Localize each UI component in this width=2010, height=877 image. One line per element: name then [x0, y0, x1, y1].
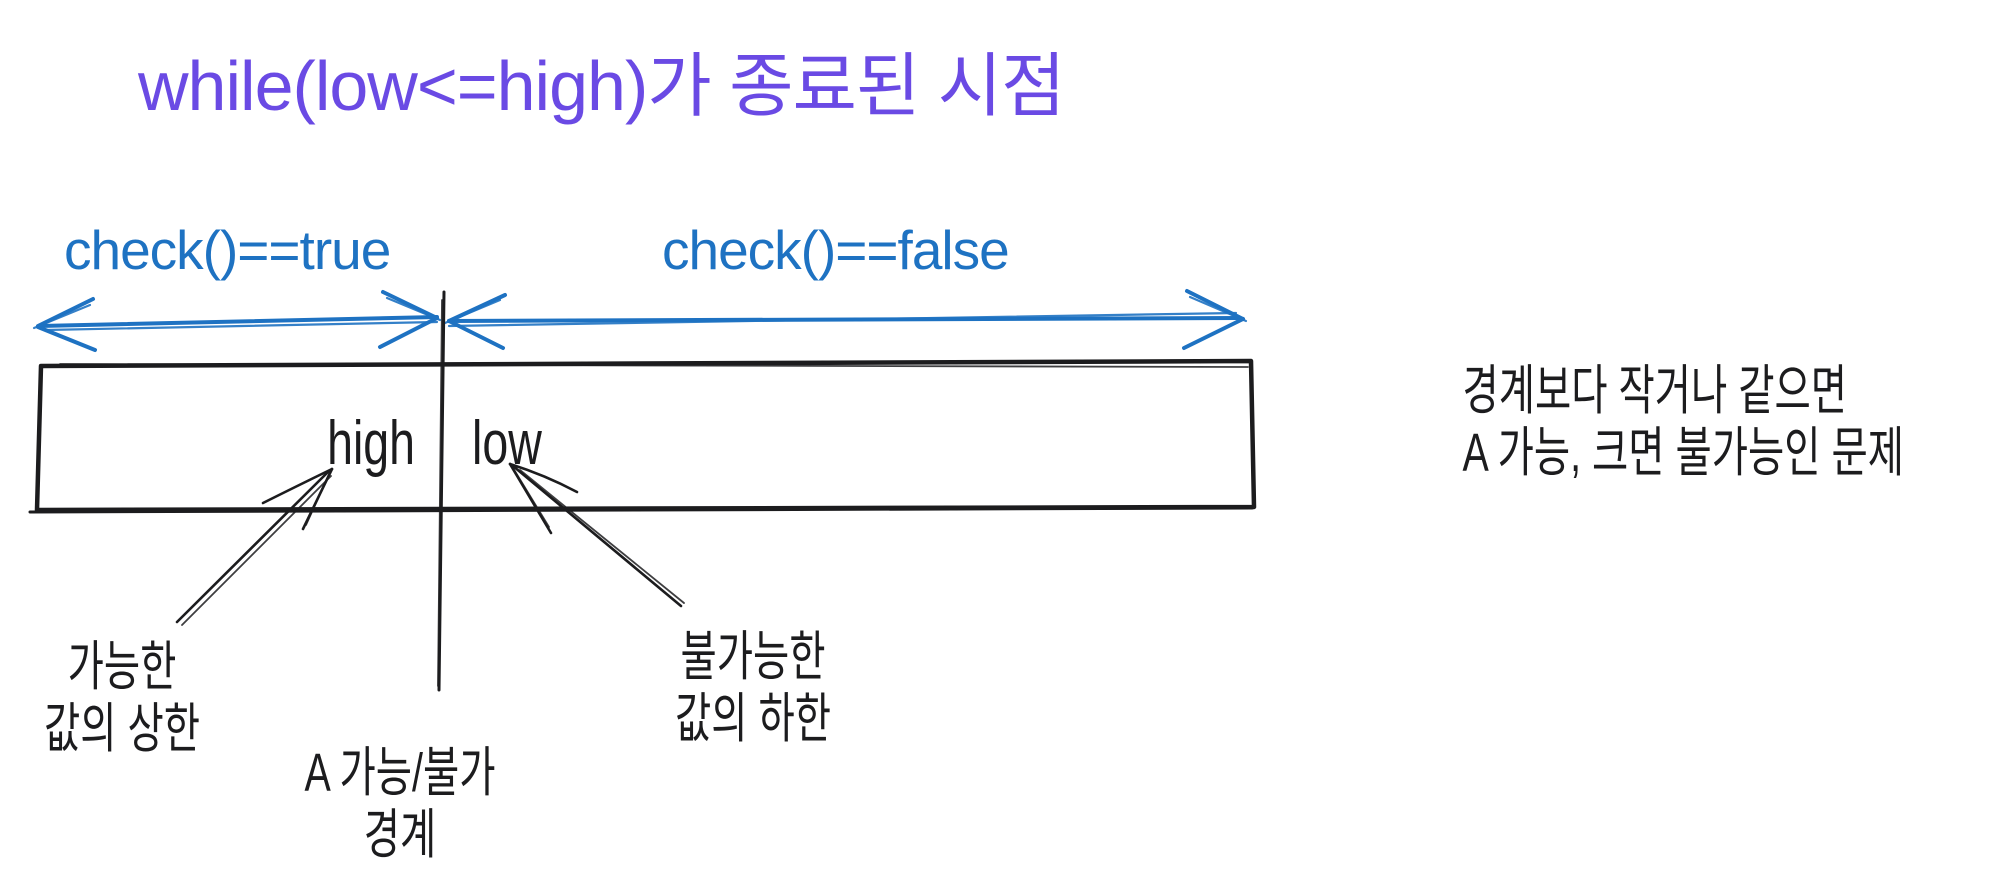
upper-bound-line1: 가능한 — [67, 637, 177, 697]
side-note-line2: A 가능, 크면 불가능인 문제 — [1462, 423, 1905, 483]
lower-bound-line2: 값의 하한 — [674, 689, 832, 749]
upper-bound-line2: 값의 상한 — [43, 699, 201, 759]
check-true-range-arrow — [32, 290, 442, 352]
boundary-annotation: A 가능/불가 경계 — [291, 742, 510, 866]
upper-bound-arrow — [175, 467, 334, 626]
upper-bound-annotation: 가능한 값의 상한 — [13, 636, 232, 760]
low-pointer-label: low — [472, 409, 542, 478]
lower-bound-annotation: 불가능한 값의 하한 — [644, 626, 863, 750]
boundary-line2: 경계 — [363, 805, 437, 865]
check-false-range-arrow — [443, 289, 1248, 350]
boundary-line — [437, 290, 446, 692]
number-line-box — [28, 358, 1257, 514]
lower-bound-line1: 불가능한 — [680, 627, 826, 687]
boundary-line1: A 가능/불가 — [304, 743, 496, 803]
page-title: while(low<=high)가 종료된 시점 — [138, 47, 1066, 125]
side-note: 경계보다 작거나 같으면 A 가능, 크면 불가능인 문제 — [1462, 360, 1905, 484]
high-pointer-label: high — [327, 409, 415, 478]
check-false-label: check()==false — [662, 219, 1010, 281]
lower-bound-arrow — [508, 462, 685, 608]
side-note-line1: 경계보다 작거나 같으면 — [1462, 361, 1848, 421]
check-true-label: check()==true — [64, 219, 391, 281]
